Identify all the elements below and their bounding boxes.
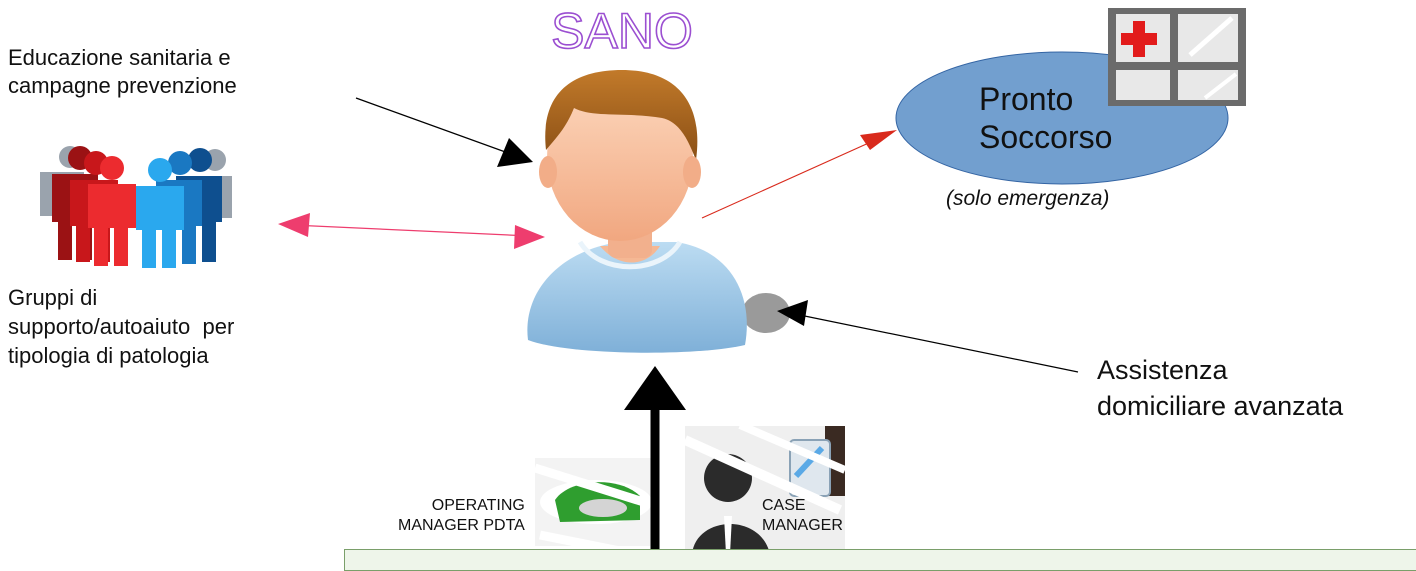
title-sano: SANO: [551, 3, 693, 59]
case-manager-line1: CASE: [762, 497, 806, 514]
support-groups-line1: Gruppi di: [8, 285, 98, 310]
bottom-panel: [344, 549, 1416, 571]
support-groups-line2: supporto/autoaiuto per: [8, 314, 235, 339]
operating-manager-label: OPERATING MANAGER PDTA: [398, 496, 525, 536]
nurse-icon: [533, 458, 655, 557]
case-manager-label: CASE MANAGER: [762, 496, 843, 536]
education-label-line1: Educazione sanitaria e: [8, 45, 231, 70]
support-groups-label: Gruppi di supporto/autoaiuto per tipolog…: [8, 283, 234, 370]
case-manager-line2: MANAGER: [762, 517, 843, 534]
home-care-line1: Assistenza: [1097, 355, 1228, 385]
support-arrow: [291, 224, 531, 237]
emergency-label-line2: Soccorso: [979, 119, 1112, 155]
education-label: Educazione sanitaria e campagne prevenzi…: [8, 44, 237, 100]
education-arrow: [355, 97, 523, 159]
support-groups-line3: tipologia di patologia: [8, 343, 209, 368]
operating-manager-line2: MANAGER PDTA: [398, 517, 525, 534]
operating-manager-line1: OPERATING: [431, 497, 525, 514]
emergency-arrow: [701, 136, 883, 219]
patient-avatar-icon: [527, 70, 790, 353]
emergency-label-line1: Pronto: [979, 81, 1073, 117]
diagram-canvas: SANO Pronto Soccorso: [40, 2, 1246, 557]
emergency-note: (solo emergenza): [946, 187, 1110, 210]
home-care-label: Assistenza domiciliare avanzata: [1097, 352, 1343, 424]
first-aid-window-icon: [1108, 8, 1246, 106]
education-label-line2: campagne prevenzione: [8, 73, 237, 98]
people-group-icon: [40, 146, 232, 268]
home-care-line2: domiciliare avanzata: [1097, 391, 1344, 421]
doctor-icon: [682, 421, 847, 554]
home-care-arrow: [789, 312, 1079, 373]
